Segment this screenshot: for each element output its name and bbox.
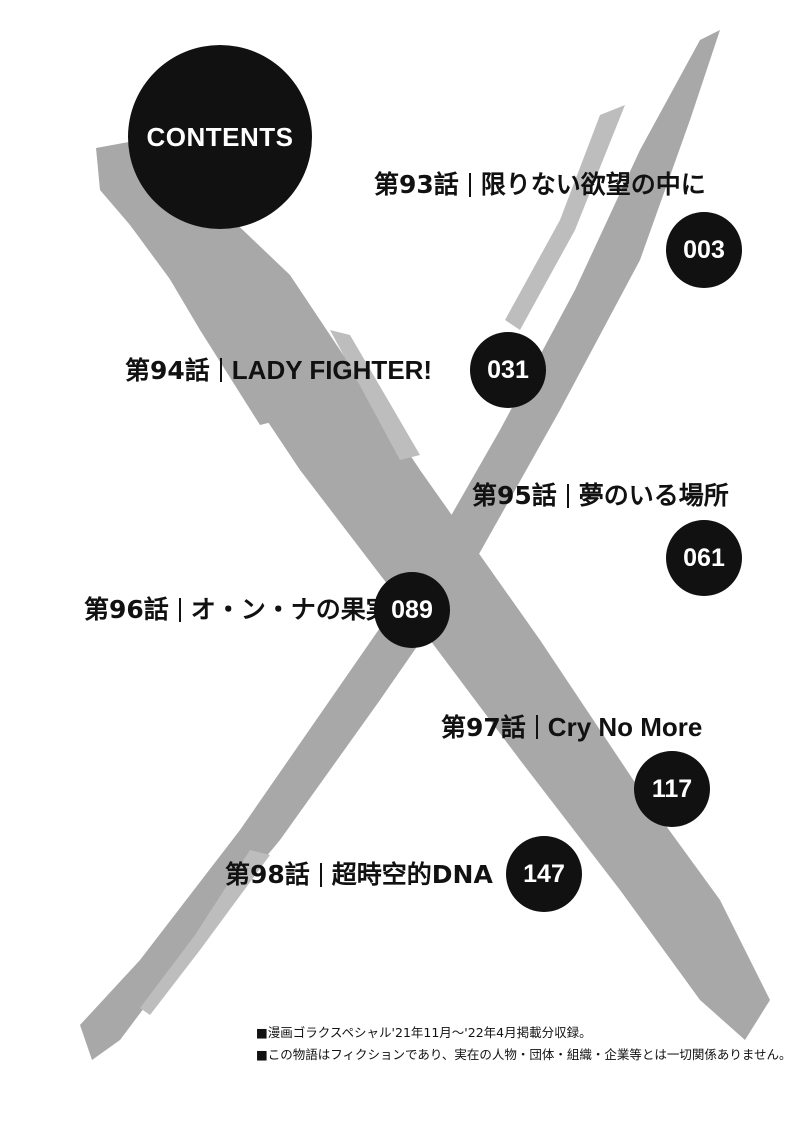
toc-entry-93: 第93話 限りない欲望の中に — [374, 172, 706, 197]
chapter-number: 第98話 — [225, 860, 310, 889]
toc-entry-96: 第96話 オ・ン・ナの果実 — [84, 597, 391, 622]
divider — [468, 172, 471, 197]
divider — [535, 715, 538, 739]
brush-stroke-up — [80, 30, 720, 1060]
note-line: ■漫画ゴラクスペシャル'21年11月〜'22年4月掲載分収録。 — [256, 1025, 592, 1040]
publication-notes: ■漫画ゴラクスペシャル'21年11月〜'22年4月掲載分収録。 ■この物語はフィ… — [256, 1022, 792, 1066]
chapter-number: 第95話 — [472, 481, 557, 510]
page-number-badge: 089 — [374, 572, 450, 648]
page-number-badge: 117 — [634, 751, 710, 827]
toc-entry-97: 第97話 Cry No More — [441, 714, 702, 740]
contents-badge: CONTENTS — [128, 45, 312, 229]
page-number-badge: 003 — [666, 212, 742, 288]
page-number: 061 — [683, 543, 725, 572]
chapter-number: 第94話 — [125, 355, 210, 385]
page-number: 003 — [683, 235, 725, 264]
toc-entry-98: 第98話 超時空的DNA — [225, 862, 493, 887]
page-title: CONTENTS — [146, 121, 294, 152]
chapter-number: 第96話 — [84, 595, 169, 624]
page-number-badge: 061 — [666, 520, 742, 596]
chapter-title: 限りない欲望の中に — [480, 170, 706, 199]
page-number: 089 — [391, 595, 433, 624]
chapter-title: 夢のいる場所 — [578, 481, 729, 510]
page-number: 117 — [651, 774, 693, 803]
chapter-title: オ・ン・ナの果実 — [190, 595, 391, 624]
divider — [178, 597, 181, 622]
divider — [319, 862, 322, 887]
divider — [219, 358, 222, 382]
brush-streak — [330, 330, 420, 460]
page-number-badge: 147 — [506, 836, 582, 912]
brush-streak — [140, 850, 270, 1015]
chapter-title: Cry No More — [547, 712, 703, 742]
chapter-number: 第97話 — [441, 712, 526, 742]
page-number: 031 — [487, 355, 529, 384]
toc-entry-94: 第94話 LADY FIGHTER! — [125, 357, 432, 383]
divider — [566, 483, 569, 508]
brush-streak — [505, 105, 625, 330]
toc-entry-95: 第95話 夢のいる場所 — [472, 483, 729, 508]
note-line: ■この物語はフィクションであり、実在の人物・団体・組織・企業等とは一切関係ありま… — [256, 1047, 792, 1062]
chapter-title: 超時空的DNA — [331, 860, 493, 889]
chapter-title: LADY FIGHTER! — [231, 355, 433, 385]
chapter-number: 第93話 — [374, 170, 459, 199]
page-number-badge: 031 — [470, 332, 546, 408]
page-number: 147 — [523, 859, 565, 888]
brush-streak — [120, 195, 280, 425]
